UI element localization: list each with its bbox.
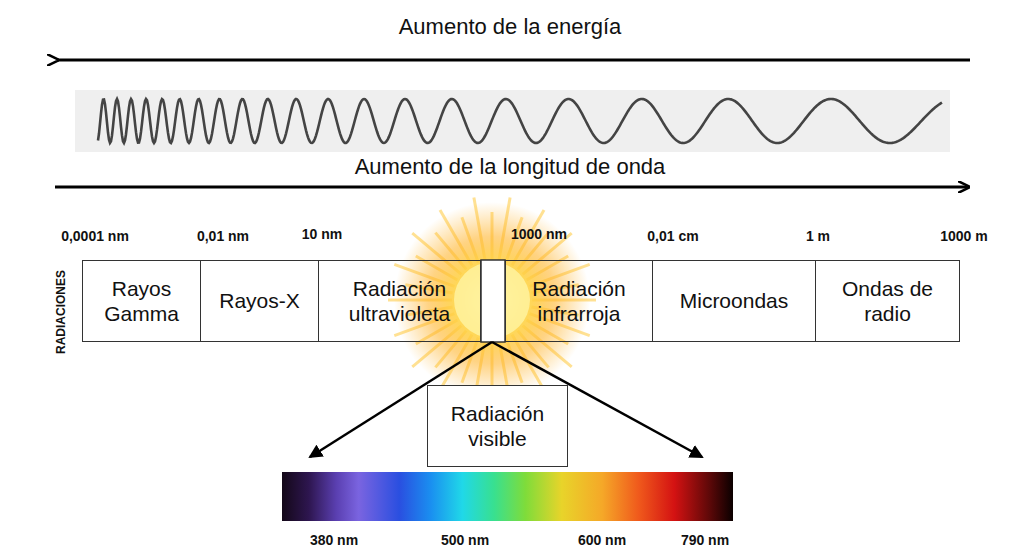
band-box: Microondas bbox=[652, 260, 816, 342]
wavelength-arrow bbox=[55, 186, 968, 189]
band-label: Ondas de radio bbox=[833, 276, 943, 326]
axis-title: RADIACIONES bbox=[54, 270, 68, 354]
scale-label: 790 nm bbox=[681, 532, 729, 548]
band-label: Rayos-X bbox=[219, 288, 300, 313]
band-box: Rayos Gamma bbox=[82, 260, 201, 342]
scale-label: 10 nm bbox=[302, 226, 342, 242]
sun-rays bbox=[388, 198, 596, 403]
wave-band bbox=[75, 90, 950, 152]
scale-label: 0,01 cm bbox=[647, 228, 698, 244]
visible-slot bbox=[481, 260, 505, 342]
band-box: Rayos-X bbox=[200, 260, 319, 342]
scale-label: 380 nm bbox=[310, 532, 358, 548]
scale-label: 0,0001 nm bbox=[61, 228, 129, 244]
scale-label: 500 nm bbox=[441, 532, 489, 548]
scale-label: 600 nm bbox=[578, 532, 626, 548]
sun-glow bbox=[394, 202, 590, 398]
band-label: Rayos Gamma bbox=[92, 276, 192, 326]
band-label: Radiación infrarroja bbox=[509, 276, 649, 326]
scale-label: 1000 m bbox=[940, 228, 987, 244]
scale-label: 1 m bbox=[806, 228, 830, 244]
wave-line bbox=[98, 99, 942, 143]
callout-box: Radiación visible bbox=[427, 385, 568, 467]
visible-spectrum bbox=[282, 472, 733, 521]
band-box: Ondas de radio bbox=[815, 260, 960, 342]
band-box: Radiación infrarroja bbox=[505, 260, 653, 342]
scale-label: 1000 nm bbox=[511, 226, 567, 242]
arrow-caption: Aumento de la energía bbox=[399, 14, 622, 40]
scale-label: 0,01 nm bbox=[197, 228, 249, 244]
band-label: Radiación visible bbox=[443, 401, 553, 451]
band-label: Radiación ultravioleta bbox=[325, 276, 475, 326]
band-label: Microondas bbox=[680, 288, 789, 313]
energy-arrow bbox=[57, 59, 970, 62]
arrow-caption: Aumento de la longitud de onda bbox=[355, 154, 666, 180]
band-box: Radiación ultravioleta bbox=[318, 260, 481, 342]
